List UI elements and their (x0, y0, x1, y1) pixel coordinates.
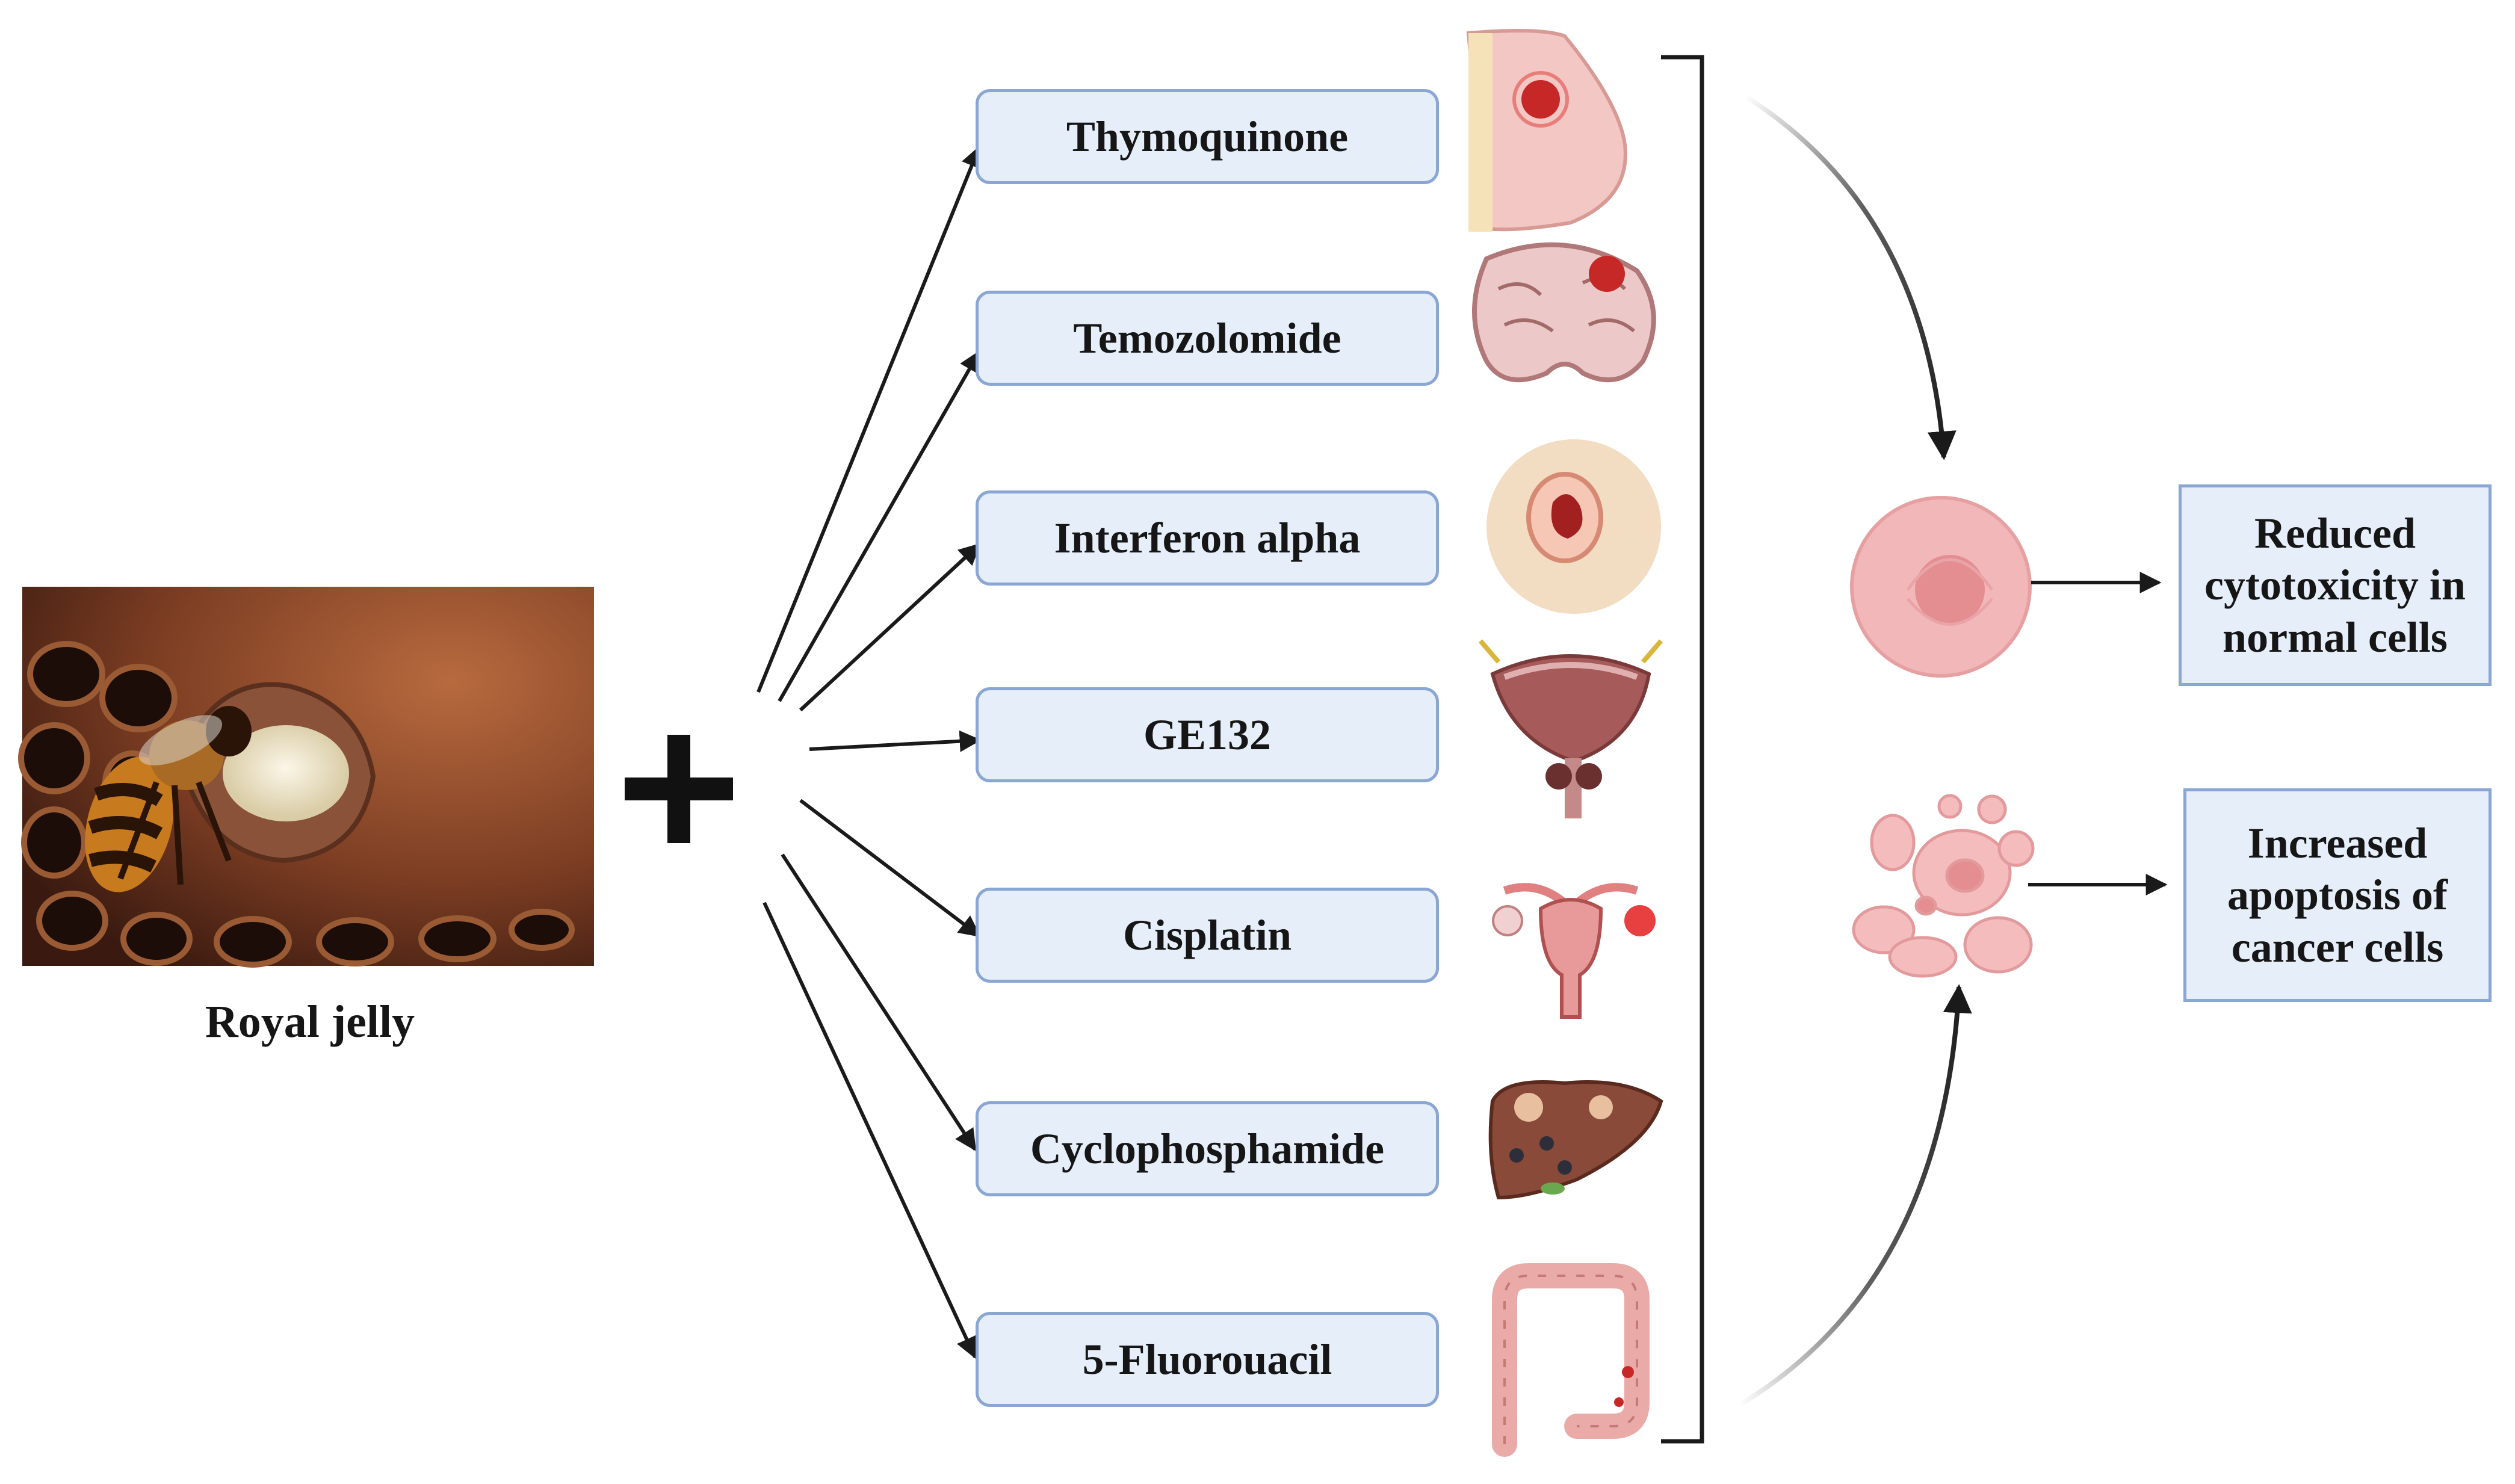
outcome-box-normal-cells: Reduced cytotoxicity in normal cells (2179, 484, 2492, 686)
brain-tumor-icon (1472, 242, 1656, 383)
uterus-ovary-icon (1492, 883, 1656, 1019)
bee-on-royal-jelly-photo (18, 587, 594, 968)
drug-box-temozolomide: Temozolomide (976, 291, 1439, 386)
bladder-prostate-icon (1478, 639, 1663, 818)
arrow-to-thymoquinone (756, 145, 982, 693)
curved-arrow-to-normal-cell (1743, 94, 1957, 460)
royal-jelly-caption: Royal jelly (205, 997, 415, 1047)
colon-tumor-icon (1492, 1263, 1650, 1457)
arrow-to-cisplatin (799, 799, 981, 938)
liver-tumor-icon (1488, 1080, 1663, 1200)
arrow-to-5-fluorouacil (763, 901, 977, 1359)
arrow-to-interferon-alpha (799, 543, 981, 712)
normal-cell-icon (1850, 496, 2032, 678)
curved-arrow-to-cancer-cell (1737, 984, 1972, 1408)
drug-box-cisplatin: Cisplatin (976, 888, 1439, 983)
bee-figure (85, 706, 252, 892)
drug-box-thymoquinone: Thymoquinone (976, 89, 1439, 184)
drug-box-ge132: GE132 (976, 687, 1439, 782)
apoptotic-cell-icon (1852, 794, 2035, 978)
arrow-to-ge132 (809, 730, 982, 752)
arrow-to-cyclophosphamide (781, 853, 977, 1152)
arrow-to-temozolomide (778, 350, 981, 702)
drug-box-cyclophosphamide: Cyclophosphamide (976, 1101, 1439, 1196)
plus-operator-icon (625, 735, 733, 843)
outcome-box-cancer-cells: Increased apoptosis of cancer cells (2183, 788, 2492, 1002)
drug-box-5-fluorouacil: 5-Fluorouacil (976, 1312, 1439, 1407)
grouping-bracket (1661, 55, 1704, 1444)
skin-melanoma-icon (1486, 439, 1661, 614)
drug-box-interferon-alpha: Interferon alpha (976, 490, 1439, 586)
breast-tumor-icon (1466, 29, 1627, 232)
